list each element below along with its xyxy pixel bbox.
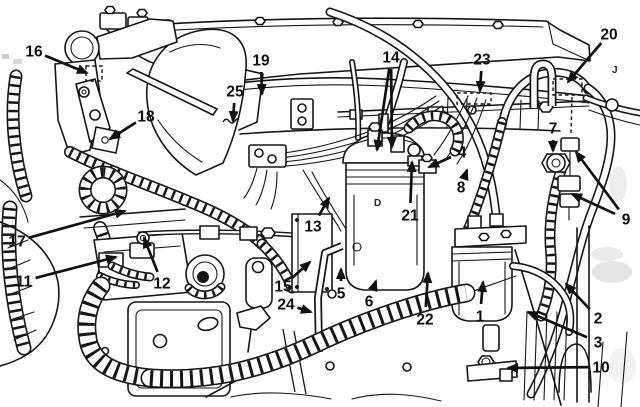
callout-5-label: 5: [337, 286, 346, 303]
callout-2-leader: [564, 282, 591, 311]
callout-22-label: 22: [416, 312, 433, 329]
callout-18-leader: [108, 121, 137, 141]
hose-segment: [499, 69, 591, 129]
callout-1-leader: [477, 280, 488, 305]
callout-8-label: 8: [457, 180, 466, 197]
callout-23-label: 23: [473, 52, 491, 69]
callout-17-label: 17: [8, 234, 25, 251]
hose-segment: [78, 278, 158, 386]
callout-16-leader: [44, 54, 89, 75]
hose-segment: [8, 71, 31, 201]
hose-segment: [149, 285, 468, 387]
callout-12-label: 12: [153, 276, 170, 293]
callout-10-label: 10: [592, 360, 609, 377]
callout-2-label: 2: [594, 311, 603, 328]
callout-20-label: 20: [600, 27, 617, 44]
callout-24-label: 24: [277, 297, 295, 314]
callout-13-leader: [317, 196, 331, 217]
hose-segment: [458, 121, 506, 244]
hose-segment: [2, 207, 30, 350]
callout-1-label: 1: [476, 309, 485, 326]
callout-12-leader: [142, 236, 159, 273]
hose-segment: [98, 273, 137, 288]
callout-20-leader: [566, 42, 603, 84]
callout-3-label: 3: [594, 335, 603, 352]
callout-11-leader: [35, 254, 118, 280]
callout-21-label: 21: [401, 208, 419, 225]
callout-6-label: 6: [365, 294, 374, 311]
hose-segment: [510, 263, 573, 335]
hose-segment: [537, 168, 565, 318]
callout-15-leader: [291, 260, 312, 280]
callout-16-label: 16: [25, 44, 43, 61]
callout-23-leader: [475, 70, 486, 93]
callout-13-label: 13: [304, 219, 322, 236]
hose-segment: [186, 285, 224, 298]
hose-segment: [497, 67, 593, 131]
callout-11-label: 11: [16, 274, 33, 291]
callout-9-leader-1: [574, 150, 620, 211]
callout-15-label: 15: [274, 279, 292, 296]
callout-18-label: 18: [137, 109, 155, 126]
hose-segment: [406, 111, 463, 153]
callout-9-label: 9: [622, 212, 631, 229]
callout-19-leader: [256, 71, 267, 96]
callout-10-leader: [506, 362, 590, 373]
callout-8-leader: [458, 168, 469, 182]
filter-bracket: [291, 213, 344, 353]
callout-17-leader: [28, 208, 127, 240]
artifact-stray-tick: J: [612, 65, 618, 76]
right-fittings: [514, 59, 640, 407]
intake-housing: [54, 18, 264, 176]
callout-3-leader: [526, 310, 588, 339]
callout-7-label: 7: [549, 121, 558, 138]
callout-24-leader: [297, 304, 313, 314]
scan-artifacts: [2, 54, 636, 384]
callout-21-leader: [406, 160, 417, 204]
hose-segment: [80, 167, 126, 213]
callout-19-label: 19: [252, 53, 270, 70]
hose-segment: [327, 9, 500, 229]
callout-14-leader-1: [373, 68, 391, 152]
hose-segment: [109, 263, 153, 280]
callout-14-leader-2: [386, 68, 397, 149]
hose-segment: [350, 60, 360, 140]
callout-25-leader: [228, 102, 239, 123]
hose-segment: [528, 85, 614, 397]
callout-22-leader: [422, 271, 433, 308]
callout-9-leader-2: [570, 192, 616, 216]
callout-4-leader: [427, 155, 452, 169]
hose-segment: [259, 241, 296, 290]
hose-set-front: [77, 262, 575, 389]
callout-14-label: 14: [382, 50, 400, 67]
callout-4-label: 4: [458, 145, 467, 162]
callout-25-label: 25: [226, 84, 244, 101]
artifact-canister-letter: D: [374, 198, 381, 209]
callout-6-leader: [367, 279, 378, 293]
